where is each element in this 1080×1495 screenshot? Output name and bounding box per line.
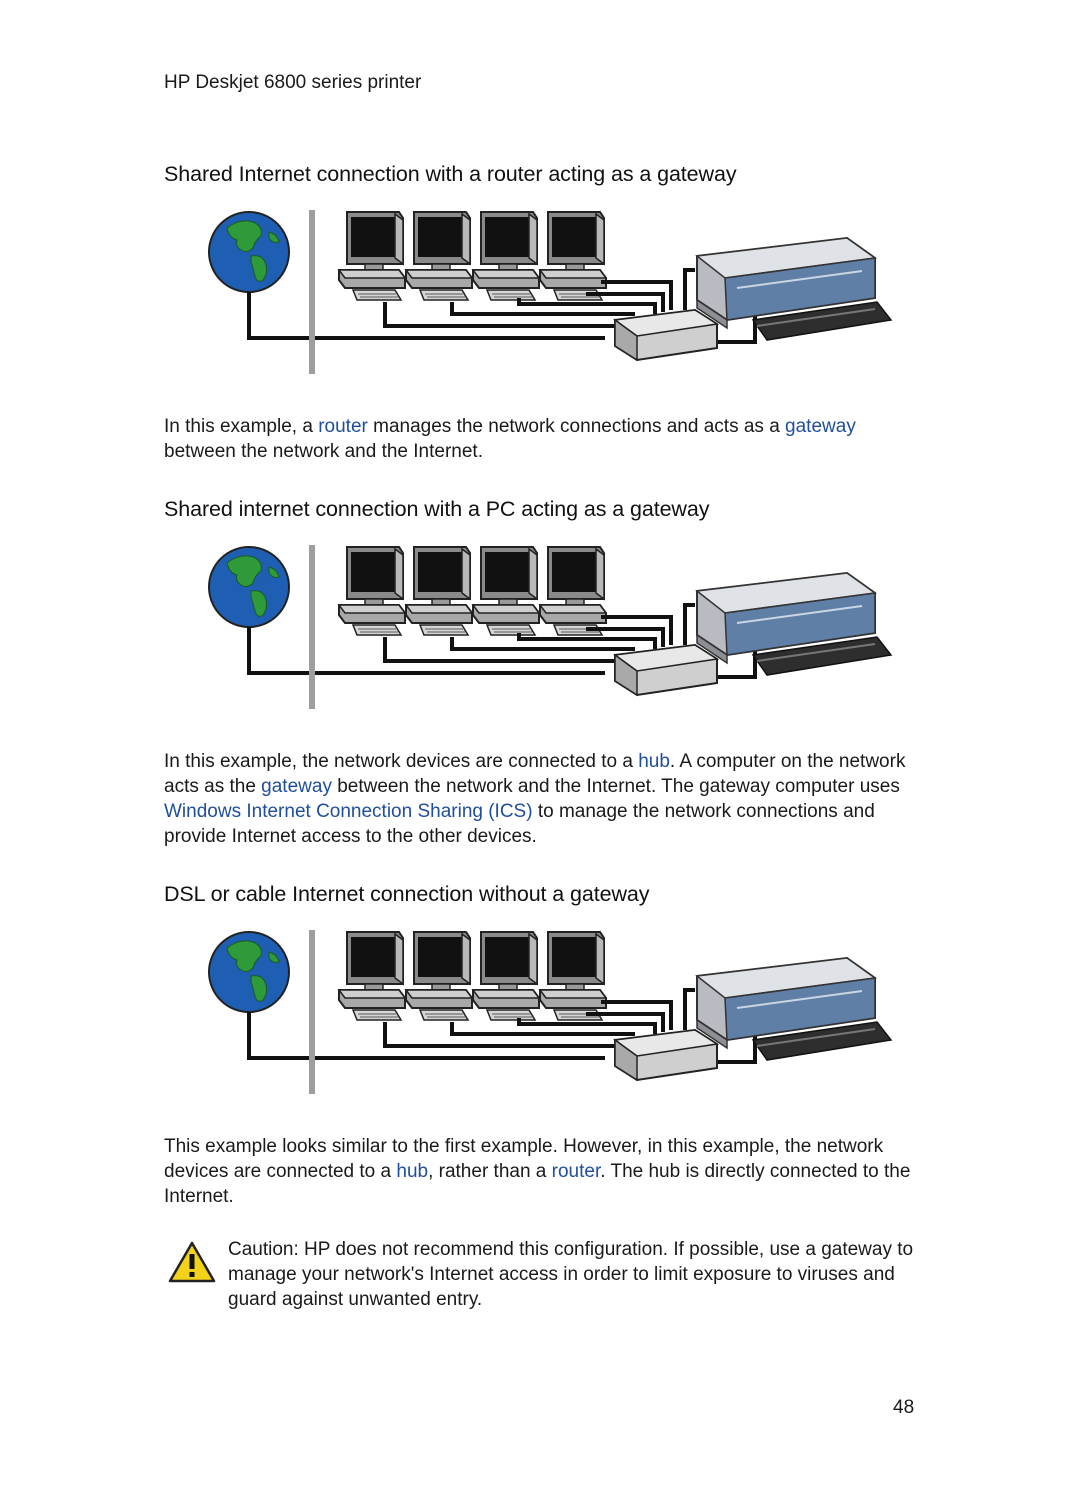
text-run: In this example, the network devices are… <box>164 751 639 772</box>
text-run: In this example, a <box>164 416 319 437</box>
text-run: , rather than a <box>428 1161 552 1182</box>
text-run: This example looks similar to the first … <box>164 1136 884 1182</box>
text-run: between the network and the Internet. Th… <box>331 776 900 797</box>
text-run: manages the network connections and acts… <box>367 416 786 437</box>
router-gateway-description: In this example, a router manages the ne… <box>164 414 924 464</box>
pc-gateway-description: In this example, the network devices are… <box>164 749 924 849</box>
router-link[interactable]: router <box>318 416 368 437</box>
caution-note: Caution: HP does not recommend this conf… <box>228 1239 914 1310</box>
page-header: HP Deskjet 6800 series printer <box>164 72 422 93</box>
no-gateway-network-diagram <box>205 930 895 1100</box>
router-gateway-network-diagram <box>205 210 895 380</box>
router-link[interactable]: router <box>551 1161 601 1182</box>
warning-triangle-icon <box>168 1241 216 1283</box>
text-run: to manage the network connections and pr… <box>164 801 875 847</box>
ics-link[interactable]: Windows Internet Connection Sharing (ICS… <box>164 801 533 822</box>
gateway-link[interactable]: gateway <box>261 776 332 797</box>
section-heading-no-gateway: DSL or cable Internet connection without… <box>164 882 650 906</box>
text-run: between the network and the Internet. <box>164 441 483 462</box>
gateway-link[interactable]: gateway <box>785 416 856 437</box>
hub-link[interactable]: hub <box>638 751 670 772</box>
page-number: 48 <box>893 1397 915 1418</box>
pc-gateway-network-diagram <box>205 545 895 715</box>
no-gateway-description: This example looks similar to the first … <box>164 1134 924 1209</box>
text-run: . A computer on the network acts as the <box>164 751 906 797</box>
section-heading-router-gateway: Shared Internet connection with a router… <box>164 162 737 186</box>
text-run: . The hub is directly connected to the I… <box>164 1161 911 1207</box>
section-heading-pc-gateway: Shared internet connection with a PC act… <box>164 497 710 521</box>
hub-link[interactable]: hub <box>396 1161 429 1182</box>
